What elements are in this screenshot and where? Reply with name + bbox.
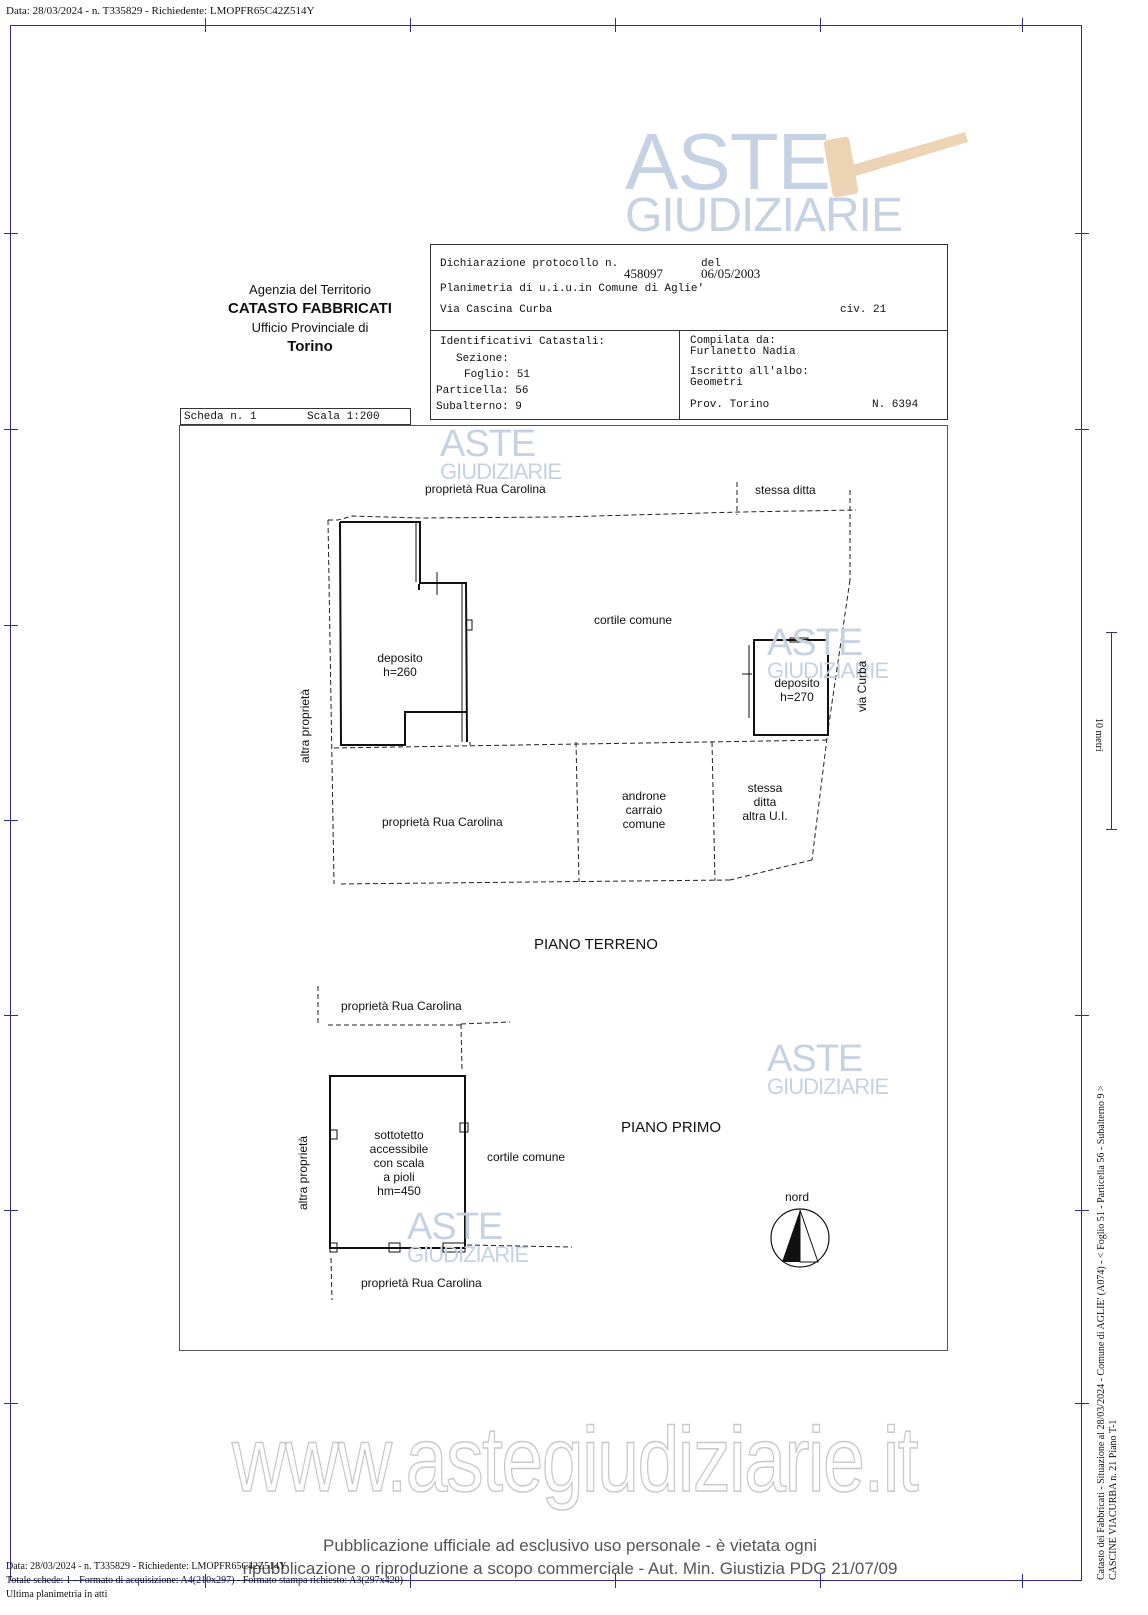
url-watermark: www.astegiudiziarie.it bbox=[231, 1408, 919, 1512]
gavel-icon bbox=[823, 132, 968, 198]
label-cortile-comune: cortile comune bbox=[594, 613, 673, 627]
scale-label: Scala 1:200 bbox=[307, 411, 380, 423]
sezione: Sezione: bbox=[456, 353, 509, 365]
footer-line-2: Totale schede: 1 - Formato di acquisizio… bbox=[6, 1575, 403, 1586]
iscritto-label: Iscritto all'albo: bbox=[690, 366, 809, 378]
subalterno: Subalterno: 9 bbox=[436, 401, 522, 413]
address: Via Cascina Curba bbox=[440, 304, 553, 316]
scheda-box bbox=[180, 408, 411, 425]
office-label: Ufficio Provinciale di bbox=[251, 320, 369, 335]
scale-note: 10 metri bbox=[1093, 718, 1104, 752]
label-piano-primo: PIANO PRIMO bbox=[621, 1119, 722, 1136]
del-label: del bbox=[701, 258, 721, 270]
planimetria-label: Planimetria di u.i.u.in Comune di Aglie' bbox=[440, 283, 705, 295]
declaration-date: 06/05/2003 bbox=[701, 266, 761, 281]
drawing-area bbox=[179, 425, 948, 1351]
agency-block: Agenzia del Territorio CATASTO FABBRICAT… bbox=[190, 282, 430, 355]
protocol-number: 458097 bbox=[624, 266, 663, 281]
scheda-label: Scheda n. 1 bbox=[184, 411, 257, 423]
compiler-name: Furlanetto Nadia bbox=[690, 346, 796, 358]
albo: Geometri bbox=[690, 377, 743, 389]
identifiers-title: Identificativi Catastali: bbox=[440, 336, 606, 348]
foglio: Foglio: 51 bbox=[464, 369, 531, 381]
label-prop-rua-top: proprietà Rua Carolina bbox=[425, 482, 546, 496]
header-line: Data: 28/03/2024 - n. T335829 - Richiede… bbox=[6, 5, 315, 17]
label-altra-proprieta: altra proprietà bbox=[298, 688, 312, 763]
label-stessa-ditta: stessa ditta bbox=[755, 483, 816, 497]
register-number: N. 6394 bbox=[872, 399, 919, 411]
label-piano-terreno: PIANO TERRENO bbox=[534, 936, 658, 953]
label-altra-proprieta-2: altra proprietà bbox=[296, 1135, 310, 1210]
compiled-label: Compilata da: bbox=[690, 335, 776, 347]
civic-number: civ. 21 bbox=[840, 304, 887, 316]
office-city: Torino bbox=[287, 338, 333, 355]
footer-line-3: Ultima planimetria in atti bbox=[6, 1589, 108, 1600]
vertical-info-address: CASCINE VIACURBA n. 21 Piano T-1 bbox=[1108, 1419, 1119, 1580]
label-nord: nord bbox=[785, 1190, 810, 1204]
label-cortile-comune-2: cortile comune bbox=[487, 1150, 566, 1164]
protocol-label: Dichiarazione protocollo n. bbox=[440, 258, 619, 270]
catasto-title: CATASTO FABBRICATI bbox=[228, 300, 392, 317]
vertical-info: Catasto dei Fabbricati - Situazione al 2… bbox=[1096, 1085, 1107, 1580]
declaration-box bbox=[430, 244, 948, 420]
label-prop-rua-mid: proprietà Rua Carolina bbox=[382, 815, 503, 829]
province: Prov. Torino bbox=[690, 399, 770, 411]
publication-notice-1: Pubblicazione ufficiale ad esclusivo uso… bbox=[323, 1536, 817, 1555]
publication-notice-2: ripubblicazione o riproduzione a scopo c… bbox=[242, 1559, 898, 1578]
footer-line-1: Data: 28/03/2024 - n. T335829 - Richiede… bbox=[6, 1561, 287, 1572]
label-via-curba: via Curba bbox=[855, 660, 869, 712]
label-prop-rua-bottom: proprietà Rua Carolina bbox=[361, 1276, 482, 1290]
particella: Particella: 56 bbox=[436, 385, 529, 397]
agency-name: Agenzia del Territorio bbox=[249, 282, 371, 297]
label-prop-rua-upper: proprietà Rua Carolina bbox=[341, 999, 462, 1013]
